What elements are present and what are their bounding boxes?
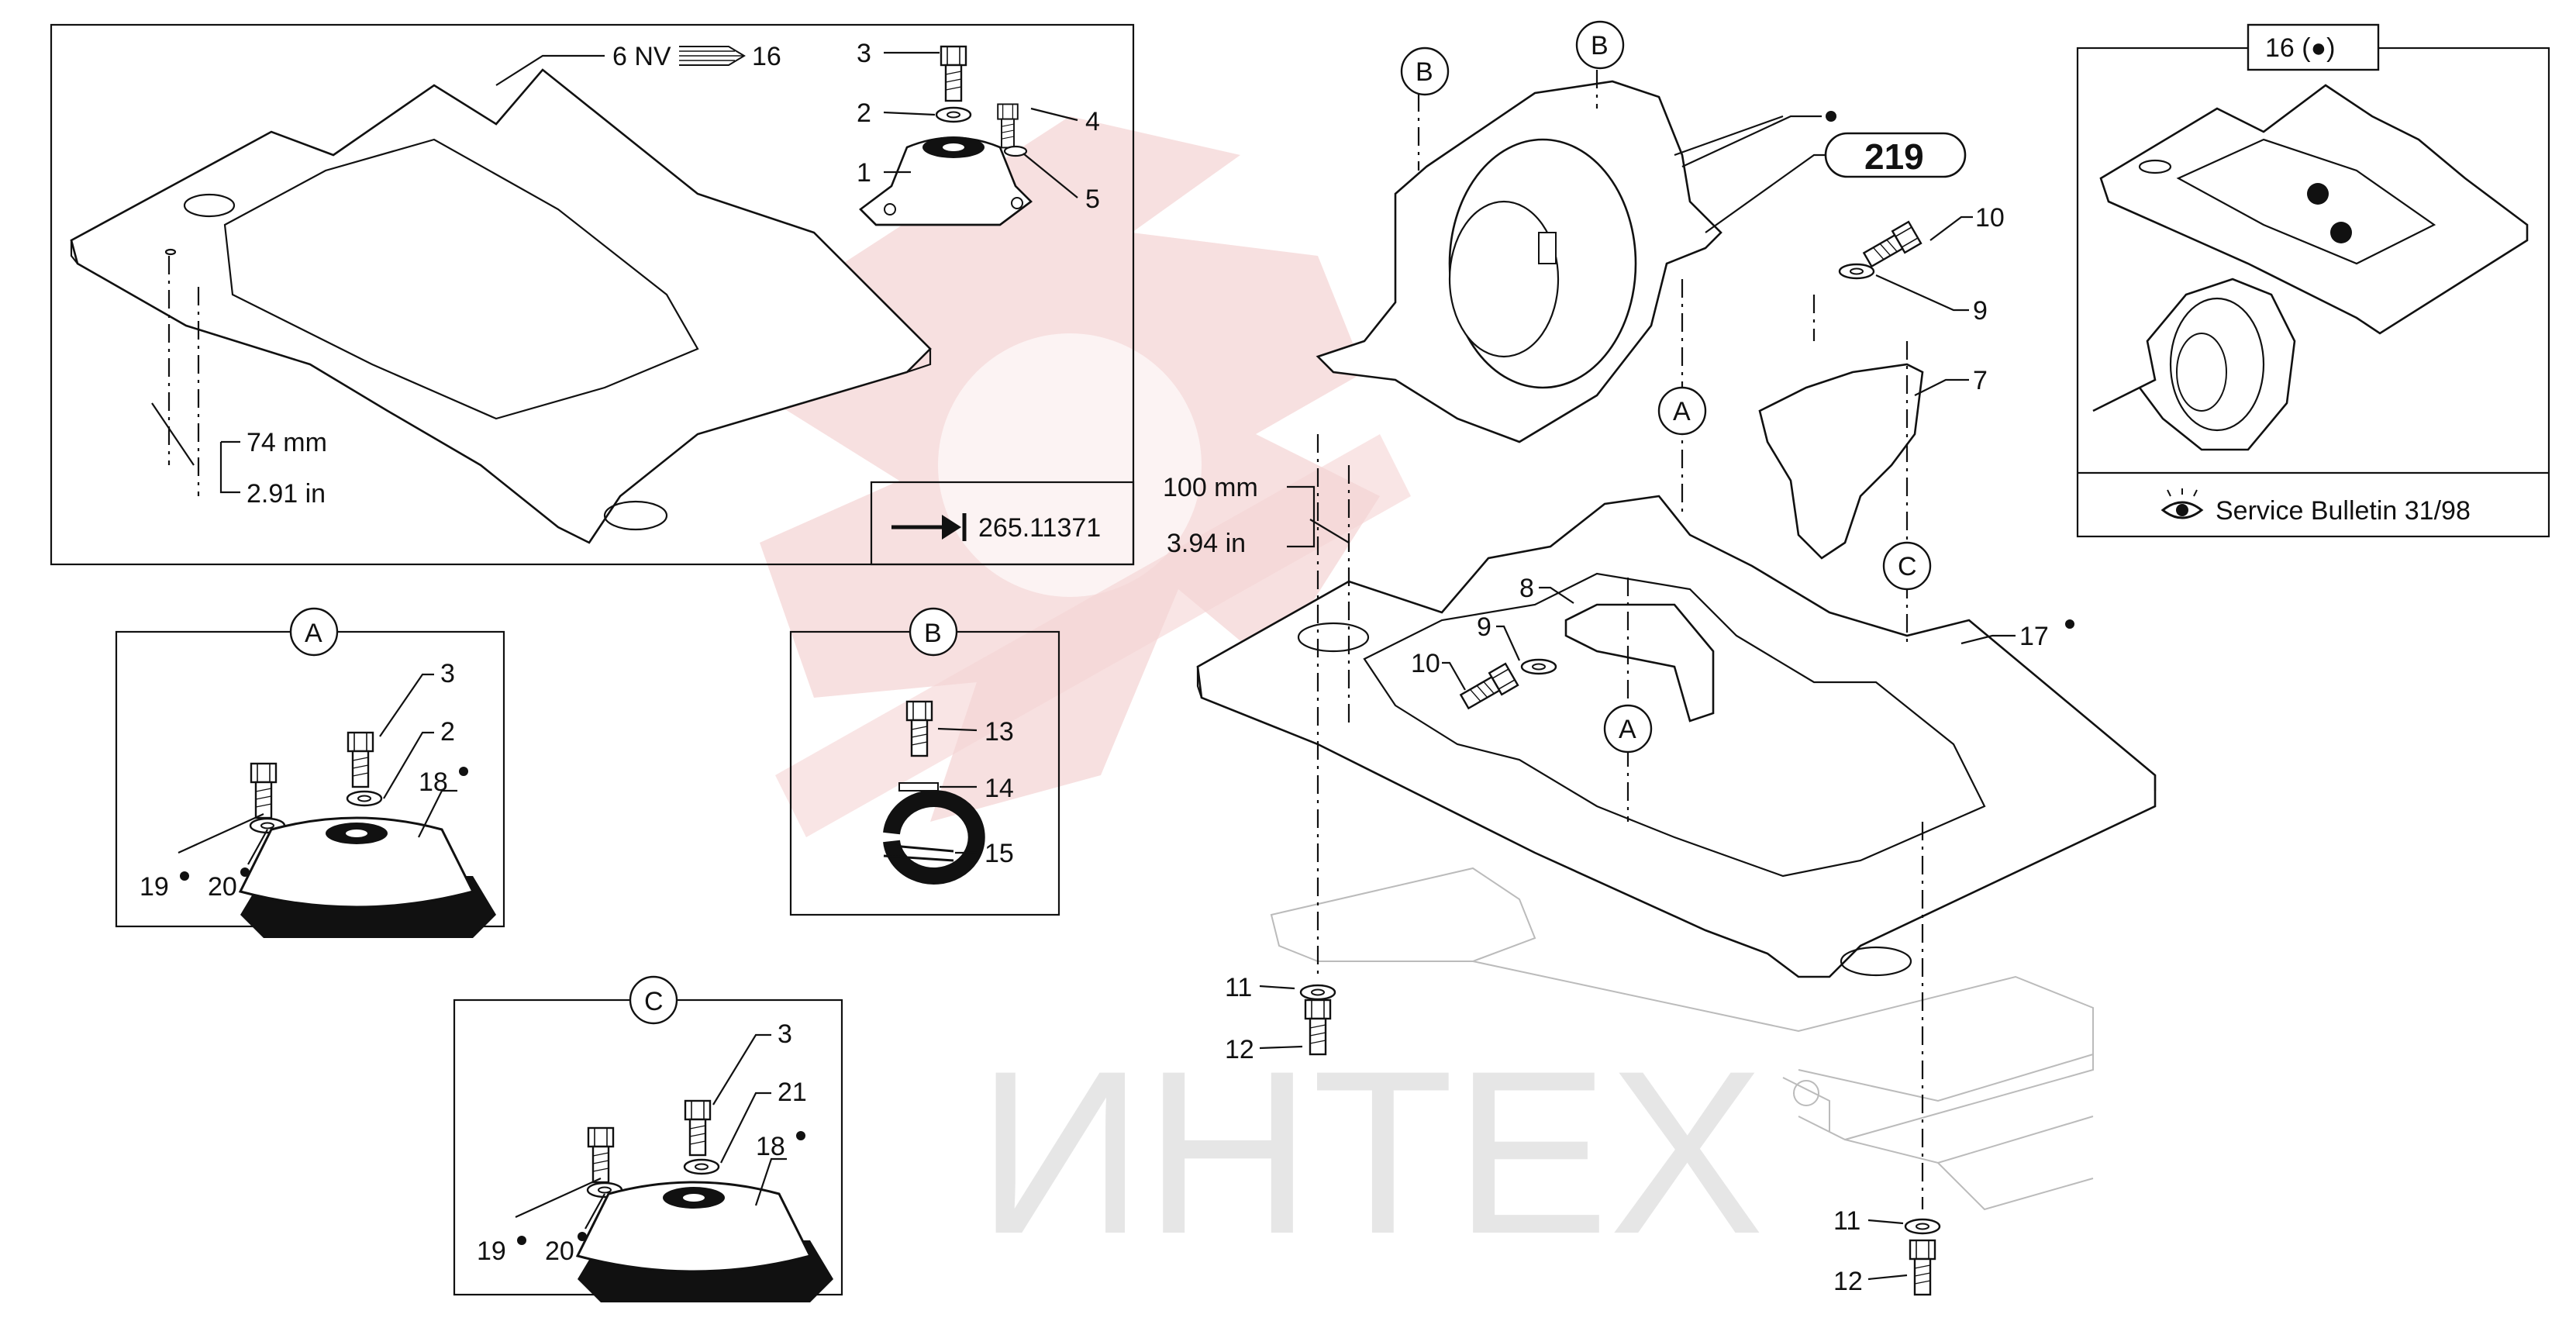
main-assembly: B B A A C 219 10 9 7 8 9 10 xyxy=(1163,20,2157,1296)
frame-plate-drawing xyxy=(70,68,932,544)
service-bulletin-text: Service Bulletin 31/98 xyxy=(2216,496,2471,526)
bellhousing xyxy=(1316,80,1723,443)
callout-3: 3 xyxy=(857,39,871,68)
detail-C: C 3 21 18 19 20 xyxy=(453,975,843,1304)
detail-A: A 3 2 18 19 20 xyxy=(115,607,505,940)
callout-5: 5 xyxy=(1085,185,1100,214)
callout-12a: 12 xyxy=(1225,1035,1254,1064)
callout-6-nv: 6 NV xyxy=(612,42,671,71)
detail-C-callout-3: 3 xyxy=(778,1019,792,1049)
label-C1: C xyxy=(1898,552,1917,581)
inset-top-left: 74 mm 2.91 in 6 NV 16 3 2 4 1 5 xyxy=(50,23,1135,566)
service-inset: 16 (●) Service Bulletin 31/98 xyxy=(2076,23,2550,538)
callout-9a: 9 xyxy=(1973,296,1988,326)
balloon-219: 219 xyxy=(1864,136,1924,177)
detail-A-title: A xyxy=(305,619,322,648)
detail-A-callout-20: 20 xyxy=(208,872,237,902)
watermark-text: ИНТЕХ xyxy=(977,1022,1764,1282)
main-plate xyxy=(1196,495,2157,978)
callout-11a: 11 xyxy=(1225,973,1252,1002)
callout-2: 2 xyxy=(857,98,871,128)
callout-16: 16 xyxy=(752,42,781,71)
clamp-drawing xyxy=(883,790,985,885)
service-header: 16 (●) xyxy=(2265,33,2335,63)
callout-11b: 11 xyxy=(1833,1206,1860,1236)
dim-100mm: 100 mm xyxy=(1163,473,1258,502)
label-B2: B xyxy=(1591,31,1609,60)
detail-B-title: B xyxy=(924,619,942,648)
eye-icon xyxy=(2160,488,2204,519)
callout-7: 7 xyxy=(1973,366,1988,395)
label-B1: B xyxy=(1416,57,1433,87)
callout-9b: 9 xyxy=(1477,612,1491,642)
detail-B-callout-13: 13 xyxy=(985,717,1014,747)
callout-8: 8 xyxy=(1519,574,1534,603)
detail-A-callout-3: 3 xyxy=(440,659,455,688)
service-mini-drawing xyxy=(2092,84,2529,451)
callout-1: 1 xyxy=(857,158,871,188)
detail-C-callout-21: 21 xyxy=(778,1078,807,1107)
detail-A-callout-19: 19 xyxy=(140,872,169,902)
detail-C-callout-18: 18 xyxy=(756,1132,785,1161)
detail-A-callout-18: 18 xyxy=(419,767,448,797)
detail-C-title: C xyxy=(644,987,664,1016)
detail-C-callout-19: 19 xyxy=(477,1236,506,1266)
callout-10b: 10 xyxy=(1411,649,1440,678)
callout-10a: 10 xyxy=(1975,203,2005,233)
label-A1: A xyxy=(1673,397,1691,426)
arrow-to-bar-icon xyxy=(891,513,967,541)
dim-74mm: 74 mm xyxy=(247,428,327,457)
engine-mount-drawing xyxy=(859,136,1033,226)
ghost-chassis xyxy=(1270,867,2094,1211)
detail-B-callout-15: 15 xyxy=(985,839,1014,868)
detail-A-callout-2: 2 xyxy=(440,717,455,747)
callout-4: 4 xyxy=(1085,107,1100,136)
callout-12b: 12 xyxy=(1833,1267,1863,1296)
reference-code: 265.11371 xyxy=(978,513,1101,543)
label-A2: A xyxy=(1619,715,1636,744)
dim-394in: 3.94 in xyxy=(1167,529,1246,558)
detail-B-callout-14: 14 xyxy=(985,774,1014,803)
detail-B: B 13 14 15 xyxy=(789,607,1060,916)
dim-291in: 2.91 in xyxy=(247,479,326,509)
detail-C-callout-20: 20 xyxy=(545,1236,574,1266)
callout-17: 17 xyxy=(2019,622,2049,651)
